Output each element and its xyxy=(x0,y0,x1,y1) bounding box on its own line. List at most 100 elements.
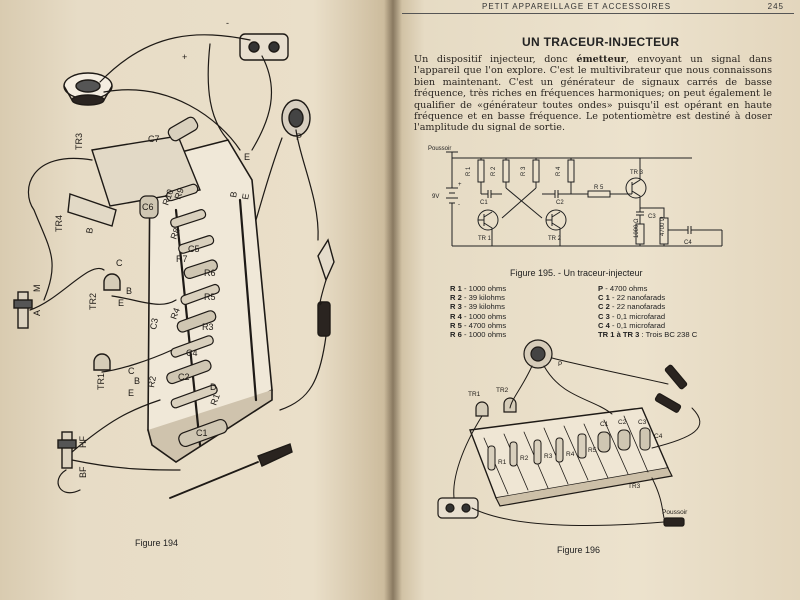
probe-icons xyxy=(169,238,335,499)
label-r3: R3 xyxy=(202,322,214,332)
transistor-icons xyxy=(93,273,121,371)
fig196-c3: C3 xyxy=(638,419,647,426)
label-c6: C6 xyxy=(142,202,154,212)
figure-194-caption: Figure 194 xyxy=(135,538,179,548)
label-b-right: B xyxy=(228,191,239,199)
label-r5: R5 xyxy=(204,292,216,302)
label-c1: C1 xyxy=(196,428,208,438)
switch-icons xyxy=(13,291,77,469)
label-plus: + xyxy=(182,52,187,62)
part-row: R 2 - 39 kilohms xyxy=(450,293,505,303)
figure-195-schematic: Poussoir + - 9V R 1 R 2 R 3 R 4 C1 C2 TR… xyxy=(428,146,723,247)
figure-194-wiring-drawing: - + TR3 C7 TR4 C6 R10 R9 R8 R7 C5 R6 R5 … xyxy=(13,18,335,499)
schematic-poussoir: Poussoir xyxy=(428,146,451,152)
fig196-r2: R2 xyxy=(520,455,529,462)
label-tr1: TR1 xyxy=(96,373,106,390)
running-head-title: PETIT APPAREILLAGE ET ACCESSOIRES xyxy=(482,2,672,11)
left-page: - + TR3 C7 TR4 C6 R10 R9 R8 R7 C5 R6 R5 … xyxy=(0,0,392,600)
running-head: PETIT APPAREILLAGE ET ACCESSOIRES 245 xyxy=(402,0,794,14)
body-paragraph: Un dispositif injecteur, donc émetteur, … xyxy=(414,54,772,134)
label-r8: R8 xyxy=(168,226,181,240)
parts-list-right: P - 4700 ohms C 1 - 22 nanofarads C 2 - … xyxy=(598,284,697,339)
figure-196-caption: Figure 196 xyxy=(557,545,601,555)
schematic-c1: C1 xyxy=(480,200,488,206)
label-r2: R2 xyxy=(146,375,158,388)
schematic-r5: R 5 xyxy=(594,185,604,191)
part-row: TR 1 à TR 3 : Trois BC 238 C xyxy=(598,330,698,340)
loudspeaker-icon xyxy=(63,72,113,106)
part-row: C 3 - 0,1 microfarad xyxy=(598,311,666,321)
fig196-p: P xyxy=(558,361,562,368)
fig196-tr3: TR3 xyxy=(628,483,641,490)
section-title: UN TRACEUR-INJECTEUR xyxy=(522,35,680,49)
fig196-r5: R5 xyxy=(588,447,597,454)
parts-list-left: R 1 - 1000 ohms R 2 - 39 kilohms R 3 - 3… xyxy=(450,284,506,339)
label-hf: HF xyxy=(78,436,88,448)
label-b2: B xyxy=(126,286,132,296)
tr3-heatsink xyxy=(91,135,201,207)
fig196-c2: C2 xyxy=(618,419,627,426)
schematic-r3: R 3 xyxy=(521,166,527,176)
label-c2: C2 xyxy=(178,372,190,382)
schematic-p: 4700 Ω xyxy=(660,216,666,236)
paragraph-part-2: , envoyant un signal dans l'appareil que… xyxy=(414,54,772,134)
fig196-r4: R4 xyxy=(566,451,575,458)
part-row: C 4 - 0,1 microfarad xyxy=(598,320,666,330)
potentiometer-icon xyxy=(523,339,553,369)
part-row: C 2 - 22 nanofarads xyxy=(598,302,666,312)
part-row: C 1 - 22 nanofarads xyxy=(598,293,666,303)
fig196-c1: C1 xyxy=(600,421,609,428)
label-m: M xyxy=(32,285,42,293)
schematic-c2: C2 xyxy=(556,200,564,206)
label-e-tr1: E xyxy=(128,388,134,398)
label-a: A xyxy=(32,310,42,316)
part-row: R 4 - 1000 ohms xyxy=(450,311,507,321)
label-c3: C3 xyxy=(148,317,160,330)
label-c-tr1: C xyxy=(128,366,135,376)
paragraph-emphasis: émetteur xyxy=(576,54,626,65)
battery-clip-icon xyxy=(239,33,289,61)
fig196-r1: R1 xyxy=(498,459,507,466)
wires xyxy=(27,34,327,494)
paragraph-part-1: Un dispositif injecteur, donc xyxy=(414,54,577,65)
schematic-minus: - xyxy=(458,202,460,208)
part-row: R 6 - 1000 ohms xyxy=(450,330,507,340)
board-components xyxy=(139,116,228,448)
schematic-tr2: TR 2 xyxy=(548,236,562,242)
part-row: R 1 - 1000 ohms xyxy=(450,284,507,293)
label-c7: C7 xyxy=(148,134,160,144)
schematic-r2: R 2 xyxy=(491,166,497,176)
label-tr3: TR3 xyxy=(74,133,84,150)
fig196-tr2: TR2 xyxy=(496,387,509,394)
fig196-tr1: TR1 xyxy=(468,391,481,398)
book-gutter xyxy=(384,0,402,600)
label-r9: R9 xyxy=(172,186,185,200)
schematic-battery: 9V xyxy=(432,194,439,200)
label-minus: - xyxy=(226,18,229,28)
right-page: PETIT APPAREILLAGE ET ACCESSOIRES 245 UN… xyxy=(392,0,800,600)
figure-195-caption: Figure 195. - Un traceur-injecteur xyxy=(510,268,643,278)
potentiometer-icon xyxy=(281,99,311,137)
label-tr2: TR2 xyxy=(88,293,98,310)
schematic-c4: C4 xyxy=(684,240,692,246)
label-c: C xyxy=(116,258,123,268)
label-c4: C4 xyxy=(186,348,198,358)
part-row: R 5 - 4700 ohms xyxy=(450,320,507,330)
figure-196-assembly-drawing: TR1 TR2 P R1 R2 R3 R4 R5 C1 C2 C3 C4 TR3… xyxy=(437,339,701,527)
schematic-c3: C3 xyxy=(648,214,656,220)
label-d: D xyxy=(210,382,217,392)
label-e-right: E xyxy=(240,193,251,201)
label-c5: C5 xyxy=(188,244,200,254)
label-r7: R7 xyxy=(176,254,188,264)
label-e-top: E xyxy=(244,152,250,162)
label-r4: R4 xyxy=(168,306,181,320)
label-r1: R1 xyxy=(208,392,221,406)
fig196-poussoir: Poussoir xyxy=(662,509,688,516)
schematic-r6: 1000 Ω xyxy=(634,218,640,238)
schematic-plus: + xyxy=(458,182,462,188)
battery-clip-icon xyxy=(437,497,479,519)
schematic-tr1: TR 1 xyxy=(478,236,492,242)
schematic-r4: R 4 xyxy=(556,166,562,176)
schematic-r1: R 1 xyxy=(466,166,472,176)
